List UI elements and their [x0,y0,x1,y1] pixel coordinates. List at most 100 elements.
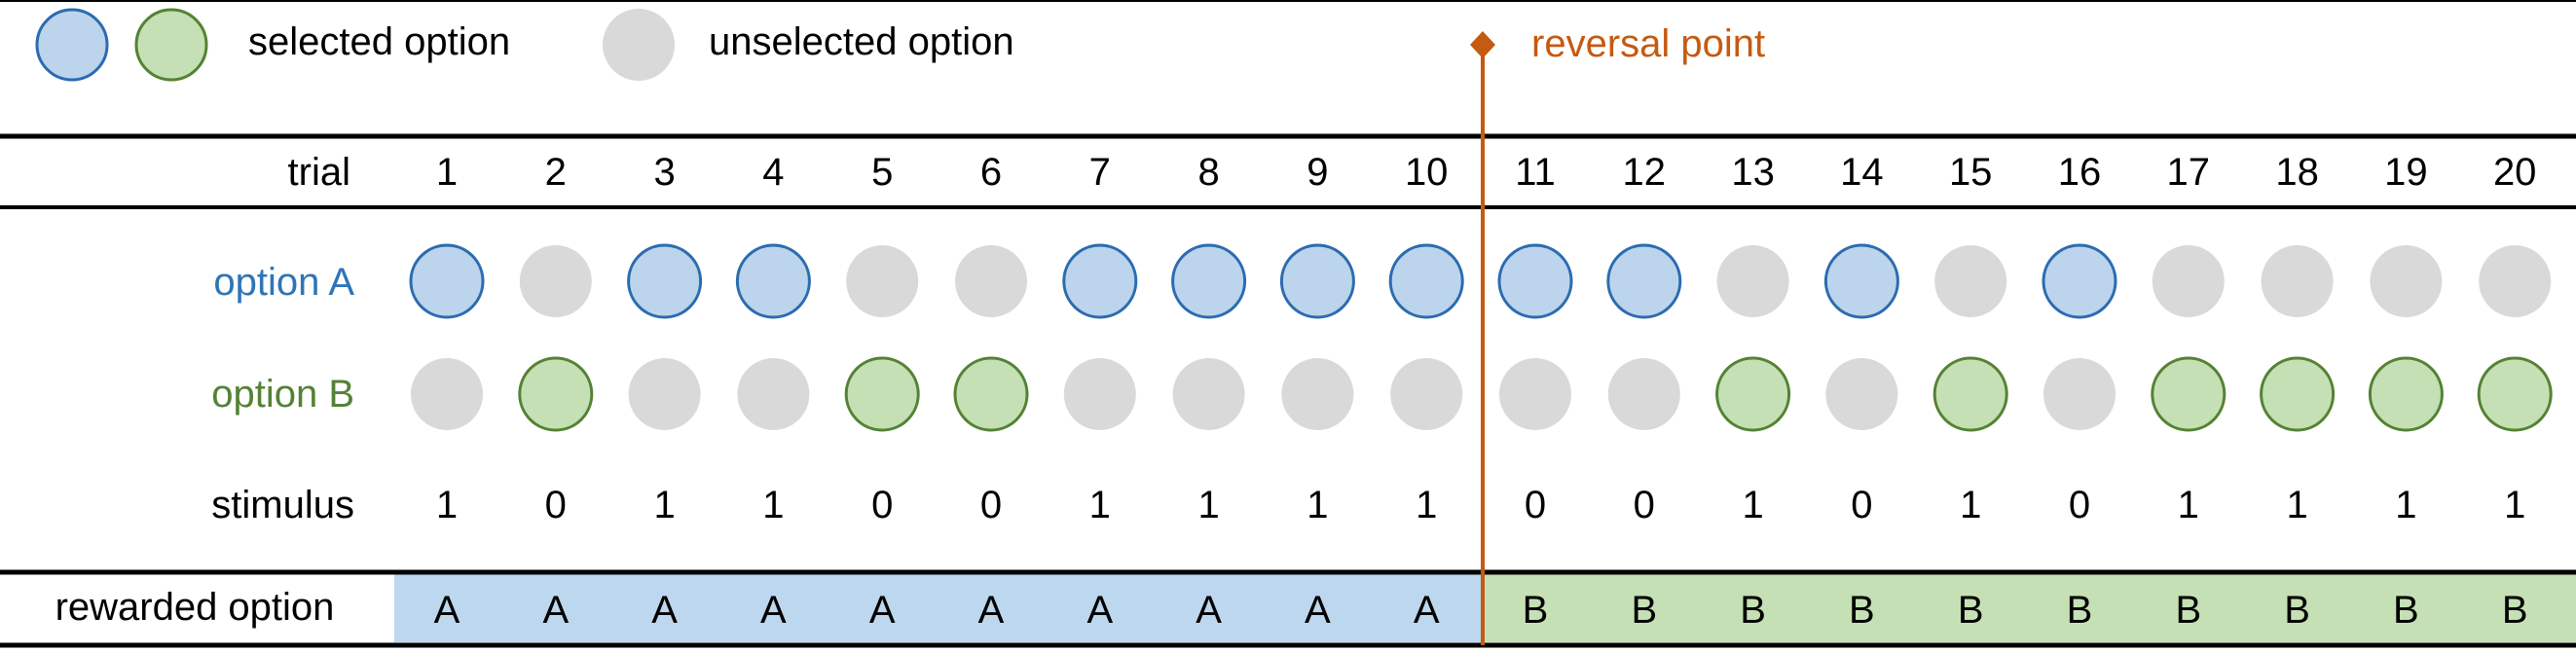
stimulus-value-9: 1 [1306,484,1328,526]
trial-number-18: 18 [2275,151,2319,194]
option-a-unselected-13 [1716,245,1789,317]
trial-number-16: 16 [2058,151,2102,194]
stimulus-value-15: 1 [1960,484,1981,526]
rewarded-option-4: A [760,589,787,632]
trial-number-19: 19 [2384,151,2428,194]
option-b-unselected-16 [2043,358,2116,430]
rewarded-option-13: B [1740,589,1766,632]
option-a-unselected-15 [1934,245,2007,317]
option-a-unselected-2 [519,245,592,317]
option-b-unselected-8 [1172,358,1245,430]
trial-number-9: 9 [1306,151,1328,194]
trial-number-10: 10 [1405,151,1449,194]
option-a-selected-7 [1062,243,1138,319]
option-b-unselected-11 [1499,358,1571,430]
rewarded-option-14: B [1849,589,1875,632]
legend-selected-label: selected option [248,20,510,63]
stimulus-value-20: 1 [2504,484,2525,526]
legend-unselected-swatch [603,9,675,81]
stimulus-value-17: 1 [2178,484,2199,526]
stimulus-value-18: 1 [2286,484,2307,526]
option-a-selected-8 [1171,243,1247,319]
legend-selected-a-swatch [35,8,109,82]
trial-number-17: 17 [2167,151,2211,194]
option-b-unselected-4 [737,358,810,430]
option-a-selected-10 [1388,243,1464,319]
trial-number-14: 14 [1840,151,1884,194]
legend: selected option unselected option revers… [35,8,1765,82]
option-a-selected-11 [1497,243,1573,319]
rewarded-option-2: A [542,589,569,632]
rewarded-option-19: B [2393,589,2419,632]
option-b-unselected-7 [1063,358,1136,430]
stimulus-value-11: 0 [1525,484,1546,526]
trial-row-label: trial [288,151,350,194]
option-a-unselected-19 [2370,245,2443,317]
stimulus-value-12: 0 [1634,484,1655,526]
trial-number-20: 20 [2493,151,2537,194]
rewarded-option-15: B [1958,589,1984,632]
trial-number-2: 2 [545,151,567,194]
option-a-selected-1 [409,243,485,319]
option-b-unselected-14 [1825,358,1898,430]
stimulus-value-16: 0 [2069,484,2090,526]
trial-number-6: 6 [980,151,1002,194]
stimulus-value-4: 1 [762,484,784,526]
option-b-selected-6 [953,356,1029,432]
option-a-row-label: option A [213,261,354,304]
option-a-selected-12 [1606,243,1682,319]
trial-number-11: 11 [1515,151,1556,194]
rewarded-option-16: B [2067,589,2093,632]
rewarded-option-6: A [978,589,1005,632]
trial-number-4: 4 [762,151,784,194]
option-b-selected-17 [2151,356,2226,432]
option-b-unselected-3 [628,358,701,430]
rewarded-a-background [394,574,1483,642]
trial-number-8: 8 [1197,151,1219,194]
legend-unselected-label: unselected option [709,20,1014,63]
option-a-unselected-20 [2479,245,2552,317]
reversal-diamond-marker [1470,31,1495,58]
option-a-selected-4 [735,243,811,319]
option-b-selected-18 [2260,356,2336,432]
stimulus-value-5: 0 [871,484,893,526]
trial-number-3: 3 [653,151,675,194]
trial-number-15: 15 [1949,151,1993,194]
option-a-unselected-6 [955,245,1027,317]
stimulus-value-19: 1 [2395,484,2416,526]
rewarded-option-11: B [1523,589,1549,632]
option-b-unselected-9 [1281,358,1354,430]
trial-number-5: 5 [871,151,893,194]
trial-number-13: 13 [1731,151,1775,194]
trial-number-1: 1 [436,151,458,194]
option-b-unselected-10 [1390,358,1463,430]
trial-number-12: 12 [1623,151,1667,194]
rewarded-option-7: A [1086,589,1113,632]
rewarded-option-17: B [2175,589,2201,632]
option-a-unselected-18 [2261,245,2334,317]
trial-number-7: 7 [1089,151,1111,194]
stimulus-value-6: 0 [980,484,1002,526]
rewarded-option-1: A [434,589,460,632]
rewarded-option-18: B [2284,589,2310,632]
option-b-unselected-1 [411,358,483,430]
option-a-selected-3 [627,243,703,319]
option-b-unselected-12 [1607,358,1680,430]
rewarded-option-20: B [2502,589,2528,632]
stimulus-value-10: 1 [1416,484,1437,526]
option-b-selected-13 [1715,356,1791,432]
option-b-selected-2 [518,356,594,432]
rewarded-option-10: A [1414,589,1440,632]
rewarded-option-3: A [651,589,678,632]
stimulus-value-13: 1 [1742,484,1763,526]
option-a-selected-9 [1279,243,1355,319]
option-b-selected-20 [2477,356,2553,432]
legend-selected-b-swatch [134,8,208,82]
rewarded-option-9: A [1305,589,1331,632]
option-b-selected-5 [844,356,920,432]
stimulus-value-2: 0 [545,484,567,526]
option-b-selected-15 [1932,356,2008,432]
stimulus-value-8: 1 [1197,484,1219,526]
